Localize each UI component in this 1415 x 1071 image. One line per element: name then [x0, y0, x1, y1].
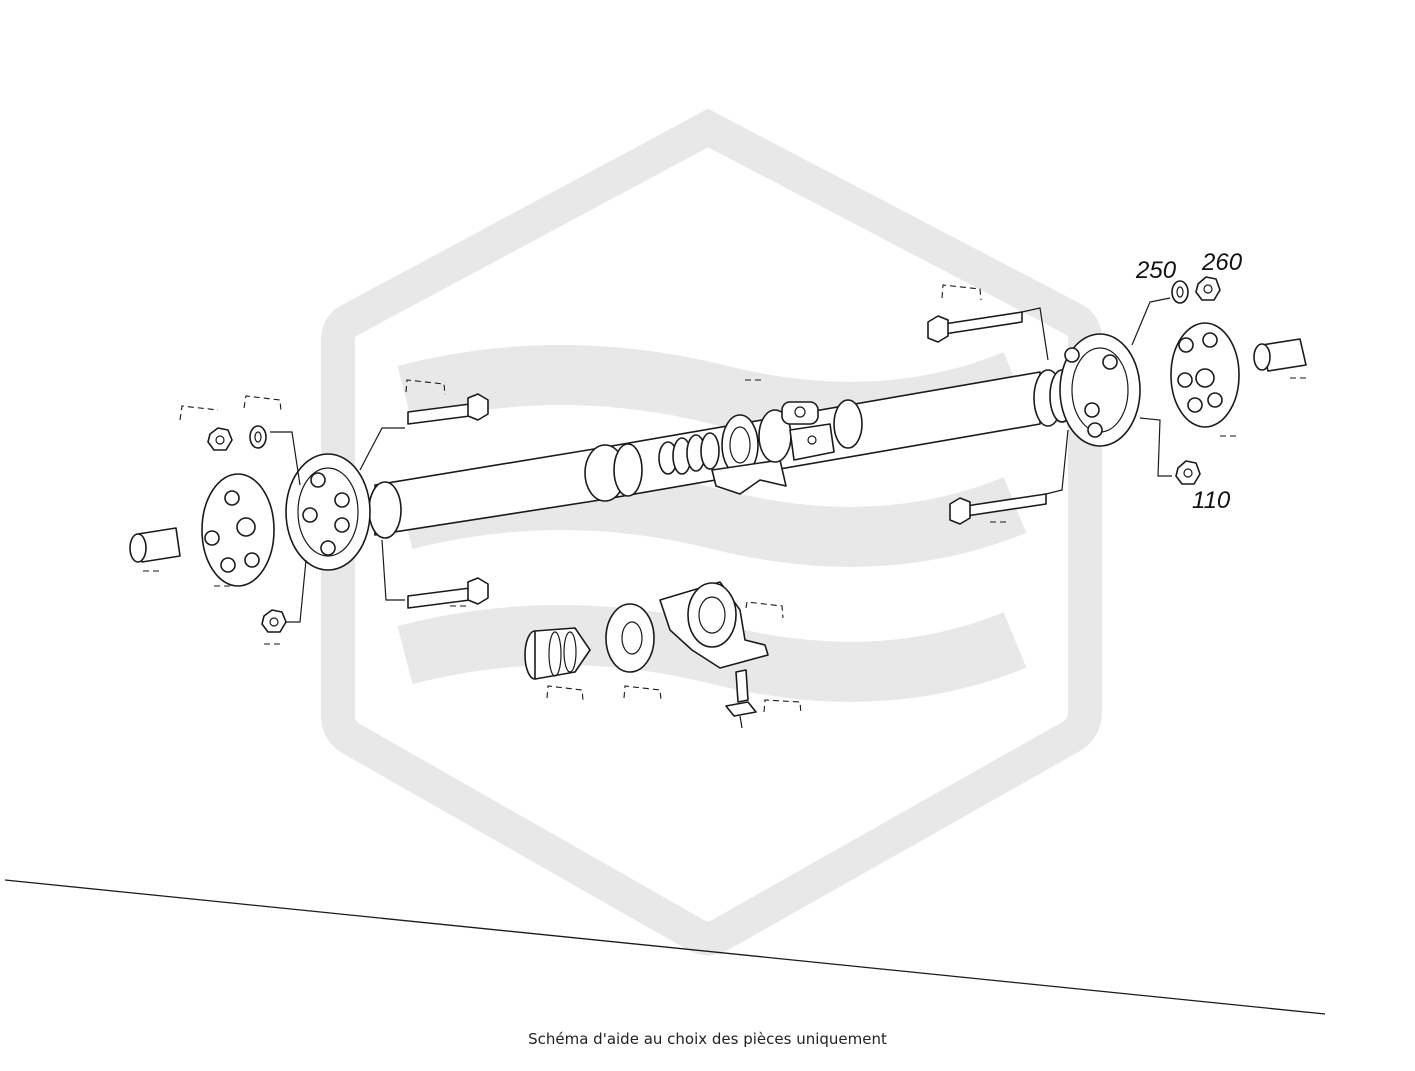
right-sleeve [1253, 338, 1307, 372]
watermark-logo [321, 108, 1102, 956]
dashed-placeholders [143, 284, 1310, 715]
left-nut-bottom [261, 609, 287, 633]
left-flex-disc [201, 473, 275, 587]
callout-250: 250 [1135, 257, 1177, 284]
bolt-top-left [407, 393, 489, 425]
right-flex-disc-mounted [1059, 333, 1141, 447]
rubber-boot [524, 627, 591, 680]
callout-110: 110 [1192, 487, 1231, 514]
right-flex-disc [1170, 322, 1240, 428]
bolt-bottom-right [949, 493, 1047, 525]
left-washer [249, 425, 267, 449]
ground-line [4, 879, 1326, 1015]
drive-shaft [368, 369, 1075, 539]
nut-260 [1195, 276, 1221, 301]
callout-260: 260 [1201, 249, 1243, 276]
left-sleeve [129, 527, 181, 563]
left-flex-disc-mounted [285, 453, 371, 571]
center-bearing-support [659, 581, 769, 669]
washer-250 [1171, 280, 1189, 304]
bolt-bottom-left [407, 577, 489, 609]
universal-joint [758, 401, 835, 463]
bolt-top-right [927, 311, 1023, 343]
shaft-bellows [658, 432, 720, 475]
bearing-ring [605, 603, 655, 673]
nut-110 [1175, 460, 1201, 485]
diagram-caption: Schéma d'aide au choix des pièces unique… [528, 1030, 887, 1048]
mounting-screw [725, 669, 757, 729]
leader-lines [270, 297, 1172, 623]
left-nut-top [207, 427, 233, 451]
